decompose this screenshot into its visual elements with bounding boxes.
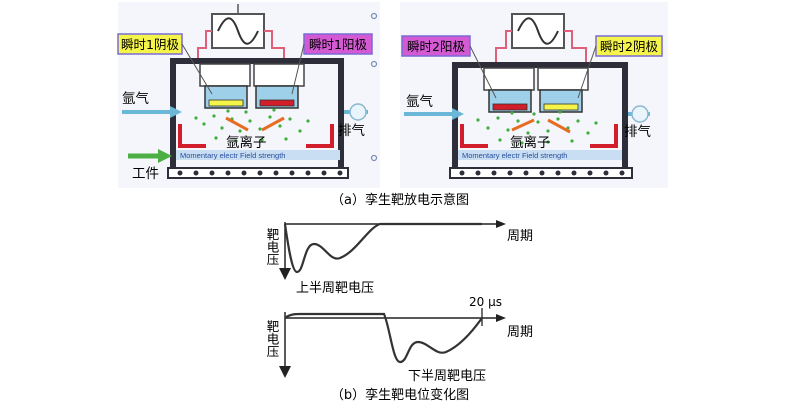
top-y-label: 靶电压 <box>265 228 280 266</box>
deco-dot <box>370 12 378 20</box>
right-anode-label: 瞬时2阳极 <box>407 39 465 54</box>
left-magnetron-pair <box>199 63 305 109</box>
right-wire <box>495 30 512 62</box>
right-exhaust-label: 排气 <box>624 124 651 140</box>
left-ac-source <box>211 4 265 49</box>
left-anode-label: 瞬时1阳极 <box>309 37 367 52</box>
right-heater <box>590 124 618 148</box>
top-voltage-chart: 靶电压 周期 上半周靶电压 <box>265 220 533 296</box>
bottom-x-label: 周期 <box>507 325 533 340</box>
bottom-voltage-curve <box>284 312 483 364</box>
left-workpiece-label: 工件 <box>132 166 159 182</box>
top-x-label: 周期 <box>507 229 533 244</box>
left-scale-text: Momentary electr Field strength <box>180 151 285 160</box>
right-ion-flow <box>547 118 571 134</box>
right-cathode-label: 瞬时2阴极 <box>600 39 658 54</box>
left-ion-flow <box>261 116 285 132</box>
right-scale-bar <box>458 150 622 160</box>
left-wire <box>197 30 212 58</box>
caption-b: （b）孪生靶电位变化图 <box>331 387 469 403</box>
right-ion-label: 氩离子 <box>510 134 551 151</box>
top-curve-annotation: 上半周靶电压 <box>296 281 374 296</box>
left-heater <box>178 124 206 148</box>
left-discharge-diagram: Momentary electr Field strength 瞬时1阴极 瞬时… <box>117 2 380 188</box>
bottom-y-label: 靶电压 <box>265 320 280 358</box>
left-cathode-label: 瞬时1阴极 <box>121 37 179 52</box>
bottom-voltage-chart: 靶电压 周期 20 μs 下半周靶电压 <box>265 295 534 384</box>
right-ion-cloud <box>476 110 598 145</box>
right-discharge-diagram: Momentary electr Field strength 瞬时2阳极 瞬时… <box>400 2 668 188</box>
right-scale-text: Momentary electr Field strength <box>462 151 567 160</box>
left-wire <box>264 30 285 58</box>
left-ion-cloud <box>194 108 310 143</box>
left-scale-bar <box>176 150 340 160</box>
right-ion-flow <box>511 118 535 132</box>
caption-a: （a）孪生靶放电示意图 <box>331 192 469 208</box>
right-heater <box>460 124 488 148</box>
right-wire <box>564 30 587 62</box>
right-ac-source <box>511 13 565 49</box>
right-gas-label: 氩气 <box>406 94 433 110</box>
top-voltage-curve <box>283 222 482 274</box>
deco-dot <box>370 60 378 68</box>
left-gas-label: 氩气 <box>122 91 149 107</box>
left-heater <box>306 124 334 148</box>
left-exhaust-label: 排气 <box>338 123 365 139</box>
left-ion-label: 氩离子 <box>226 134 267 151</box>
deco-dot <box>370 154 378 162</box>
bottom-curve-annotation: 下半周靶电压 <box>408 369 486 384</box>
left-ion-flow <box>225 116 249 132</box>
period-label: 20 μs <box>469 295 502 309</box>
right-magnetron-pair <box>483 67 589 113</box>
